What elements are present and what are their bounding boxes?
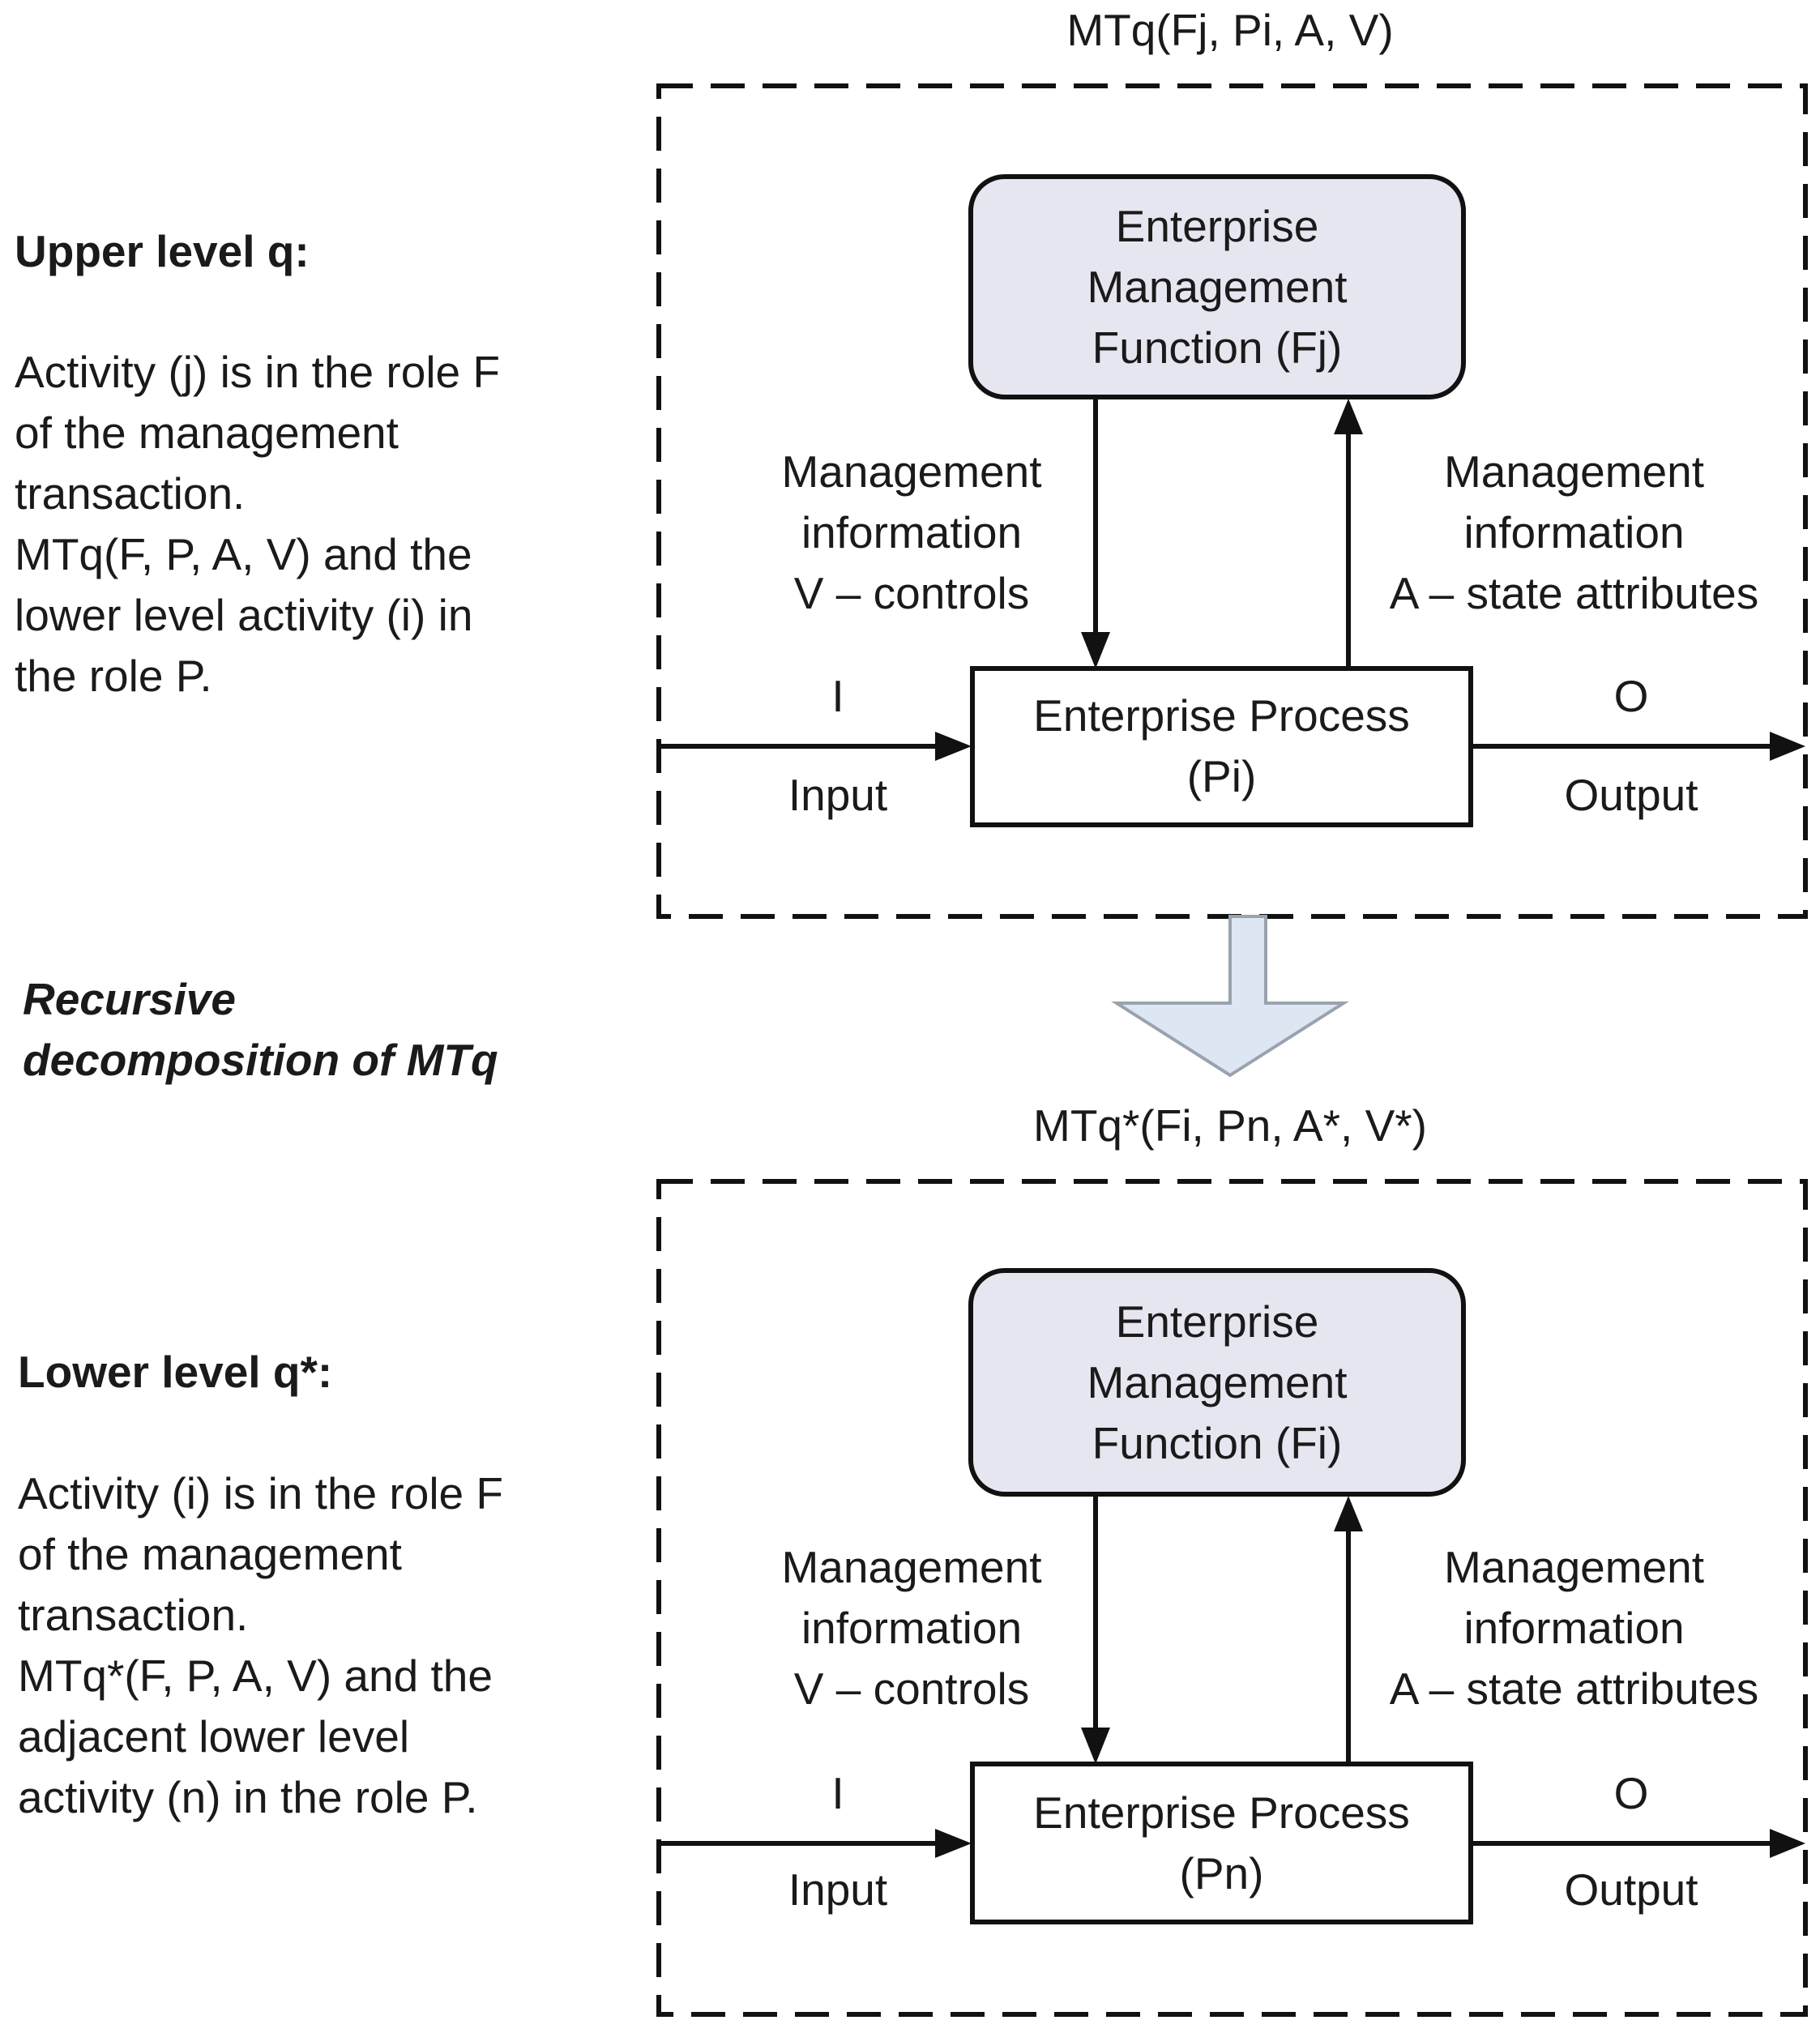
upper-attributes-label: Management information A – state attribu…	[1353, 442, 1795, 624]
function-label-line: Function (Fj)	[1092, 322, 1343, 373]
description-line: lower level activity (i) in	[15, 590, 473, 640]
upper-process-label: Enterprise Process (Pi)	[972, 685, 1471, 807]
attributes-label-line: Management	[1443, 446, 1705, 497]
description-line: of the management	[15, 408, 399, 458]
function-label-line: Management	[1087, 262, 1348, 312]
lower-transaction-boundary	[656, 1179, 1808, 2017]
controls-label-line: information	[801, 507, 1023, 557]
lower-output-symbol: O	[1613, 1768, 1649, 1818]
process-label-line: (Pn)	[1179, 1848, 1264, 1898]
attributes-label-line: A – state attributes	[1389, 1664, 1759, 1714]
description-line: adjacent lower level	[18, 1711, 410, 1762]
description-line: activity (n) in the role P.	[18, 1772, 478, 1822]
description-line: Activity (j) is in the role F	[15, 347, 501, 397]
lower-output-label: Output	[1564, 1864, 1698, 1915]
upper-level-heading: Upper level q:	[15, 226, 310, 276]
function-label-line: Function (Fi)	[1092, 1418, 1343, 1468]
lower-function-box	[968, 1268, 1466, 1497]
upper-function-box	[968, 174, 1466, 399]
lower-control-arrow	[1081, 1494, 1110, 1764]
description-line: of the management	[18, 1529, 402, 1579]
decomposition-line: decomposition of MTq	[23, 1035, 498, 1085]
process-label-line: Enterprise Process	[1033, 690, 1410, 741]
controls-label-line: Management	[781, 446, 1042, 497]
upper-level-description: Activity (j) is in the role F of the man…	[15, 342, 500, 707]
lower-process-label: Enterprise Process (Pn)	[972, 1783, 1471, 1904]
controls-label-line: V – controls	[793, 1664, 1030, 1714]
attributes-label-line: information	[1463, 1603, 1685, 1653]
description-line: MTq(F, P, A, V) and the	[15, 529, 472, 579]
attributes-label-line: Management	[1443, 1542, 1705, 1592]
upper-input-label: Input	[788, 770, 888, 820]
description-line: transaction.	[15, 468, 246, 519]
lower-function-label: Enterprise Management Function (Fi)	[971, 1292, 1463, 1474]
decomposition-arrow	[1111, 915, 1349, 1078]
upper-controls-label: Management information V – controls	[733, 442, 1090, 624]
attributes-label-line: information	[1463, 507, 1685, 557]
lower-attributes-label: Management information A – state attribu…	[1353, 1537, 1795, 1719]
upper-input-symbol: I	[831, 671, 844, 721]
lower-input-arrow	[659, 1829, 972, 1858]
function-label-line: Enterprise	[1115, 1296, 1319, 1347]
lower-output-arrow	[1471, 1829, 1805, 1858]
upper-control-arrow	[1081, 397, 1110, 668]
upper-attribute-arrow	[1334, 399, 1363, 668]
description-line: the role P.	[15, 651, 212, 701]
upper-output-symbol: O	[1613, 671, 1649, 721]
lower-level-heading: Lower level q*:	[18, 1347, 333, 1397]
controls-label-line: Management	[781, 1542, 1042, 1592]
upper-output-label: Output	[1564, 770, 1698, 820]
lower-level-description: Activity (i) is in the role F of the man…	[18, 1463, 503, 1828]
process-label-line: Enterprise Process	[1033, 1787, 1410, 1838]
lower-input-label: Input	[788, 1864, 888, 1915]
upper-transaction-label: MTq(Fj, Pi, A, V)	[1066, 5, 1394, 55]
upper-function-label: Enterprise Management Function (Fj)	[971, 196, 1463, 378]
description-line: Activity (i) is in the role F	[18, 1468, 504, 1518]
upper-process-box	[970, 666, 1473, 827]
upper-output-arrow	[1471, 732, 1805, 761]
decomposition-label: Recursive decomposition of MTq	[23, 969, 498, 1091]
process-label-line: (Pi)	[1186, 751, 1257, 801]
lower-input-symbol: I	[831, 1768, 844, 1818]
upper-input-arrow	[659, 732, 972, 761]
function-label-line: Management	[1087, 1357, 1348, 1407]
attributes-label-line: A – state attributes	[1389, 568, 1759, 618]
lower-transaction-label: MTq*(Fi, Pn, A*, V*)	[1033, 1100, 1427, 1151]
description-line: MTq*(F, P, A, V) and the	[18, 1651, 493, 1701]
controls-label-line: information	[801, 1603, 1023, 1653]
controls-label-line: V – controls	[793, 568, 1030, 618]
lower-process-box	[970, 1762, 1473, 1924]
function-label-line: Enterprise	[1115, 201, 1319, 251]
decomposition-line: Recursive	[23, 974, 236, 1024]
lower-attribute-arrow	[1334, 1496, 1363, 1764]
lower-controls-label: Management information V – controls	[733, 1537, 1090, 1719]
description-line: transaction.	[18, 1590, 249, 1640]
